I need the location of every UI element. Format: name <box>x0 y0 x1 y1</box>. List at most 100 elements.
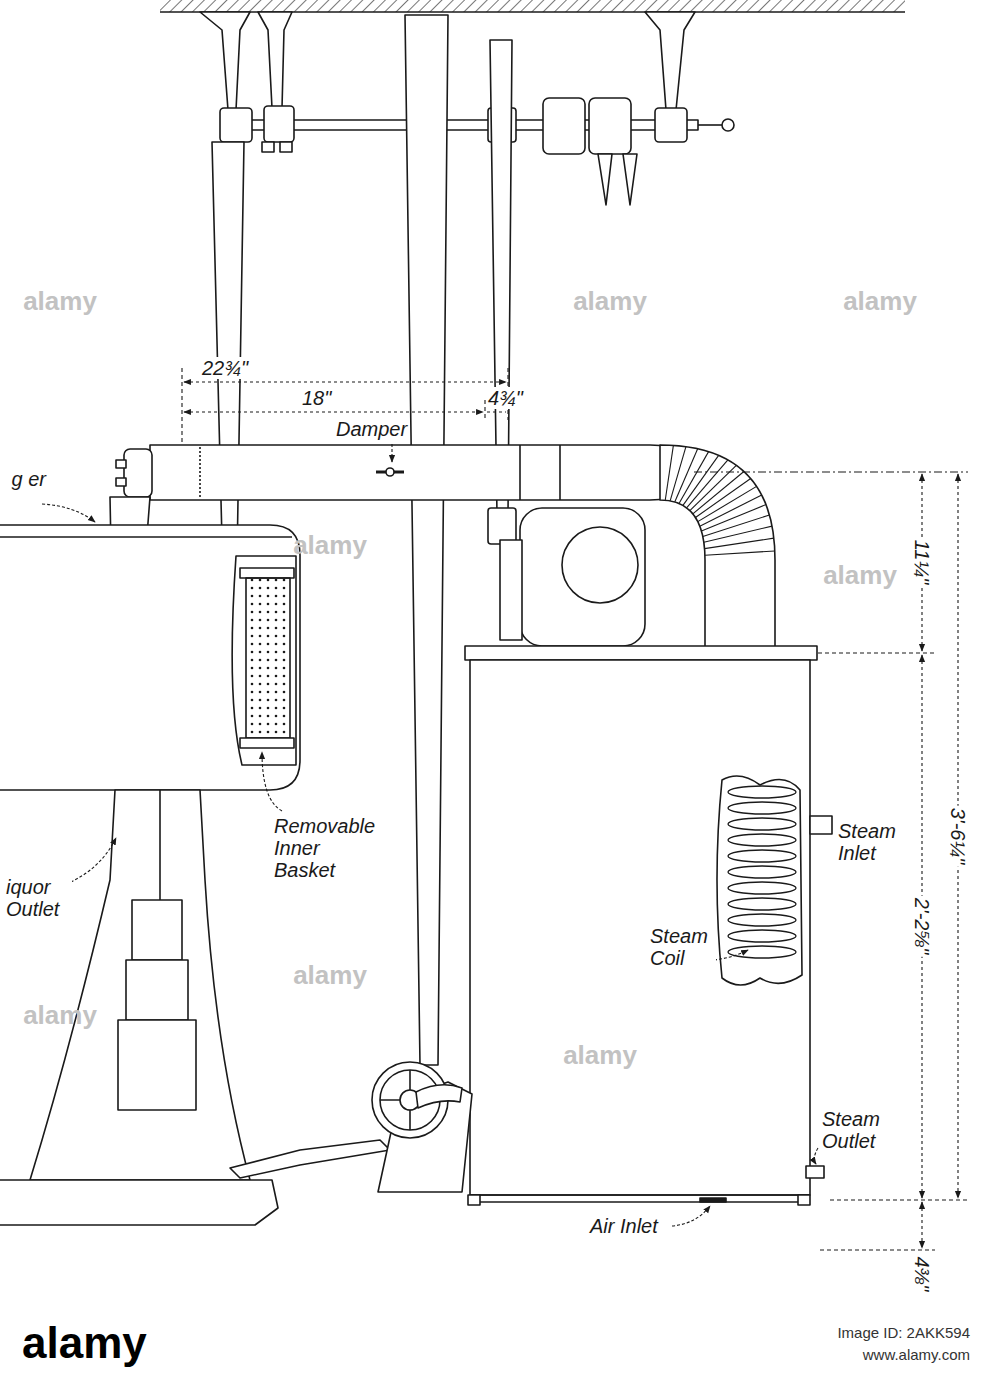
line-shaft <box>280 142 292 152</box>
centrifuge <box>232 556 296 765</box>
air-duct <box>386 468 394 476</box>
handwheel <box>416 1085 462 1108</box>
air-duct <box>150 445 692 500</box>
leader-line <box>42 504 818 1226</box>
line-shaft <box>623 154 637 205</box>
fan <box>488 508 516 544</box>
steam-heater <box>700 1198 726 1202</box>
image-id: Image ID: 2AKK594 <box>835 1324 972 1342</box>
leader-line <box>66 838 116 884</box>
line-shaft <box>220 108 252 142</box>
air-duct <box>519 445 521 500</box>
flexible-elbow <box>670 447 686 501</box>
steam-heater <box>465 646 832 1205</box>
flexible-elbow <box>665 445 775 555</box>
dimension-label: 3'-6¼" <box>947 806 969 867</box>
flexible-elbow <box>698 486 757 521</box>
part-label: iquor Outlet <box>4 876 72 920</box>
part-label: Steam Coil <box>648 925 716 969</box>
centrifuge <box>126 960 188 1020</box>
leader-line <box>262 752 282 811</box>
watermark: alamy <box>291 960 369 990</box>
leader-line <box>814 1148 818 1164</box>
part-label: g er <box>4 468 48 490</box>
steam-heater <box>480 1201 798 1203</box>
watermark: alamy <box>21 1000 99 1030</box>
steam-heater <box>728 786 796 958</box>
leader-line <box>714 950 748 960</box>
centrifuge <box>0 536 292 538</box>
steam-heater <box>728 834 796 846</box>
line-shaft <box>258 12 292 108</box>
centrifuge <box>159 790 161 900</box>
steam-heater <box>470 1194 810 1196</box>
steam-heater <box>728 850 796 862</box>
flexible-elbow <box>675 449 698 502</box>
watermark-banner <box>0 1300 992 1390</box>
steam-heater <box>728 946 796 958</box>
dimension-line <box>921 1202 922 1248</box>
line-shaft <box>589 98 631 154</box>
line-shaft <box>698 124 722 126</box>
steam-heater <box>468 1195 480 1205</box>
dimension-line <box>181 368 182 445</box>
flexible-elbow <box>683 455 719 505</box>
watermark: alamy <box>291 530 369 560</box>
centrifuge <box>0 525 300 790</box>
centrifuge <box>118 1020 196 1110</box>
flexible-elbow <box>695 479 750 518</box>
dimension-line <box>820 1249 935 1250</box>
dimension-line <box>182 368 508 445</box>
leader-line <box>391 444 392 462</box>
dimension-label: 4⅜" <box>911 1255 933 1294</box>
air-duct <box>116 478 126 486</box>
steam-heater <box>728 818 796 830</box>
dimension-label: 22¾" <box>200 357 250 379</box>
line-shaft <box>200 12 250 110</box>
drive-belt <box>405 15 448 1065</box>
dimension-line <box>184 411 483 412</box>
centrifuge <box>240 568 294 578</box>
centrifuge <box>0 1180 278 1225</box>
steam-heater <box>728 786 796 798</box>
fan <box>500 540 522 640</box>
watermark-banner <box>0 1300 992 1390</box>
centrifuge <box>246 578 290 738</box>
centrifuge <box>132 900 182 960</box>
fan <box>562 527 638 603</box>
air-duct <box>124 449 152 497</box>
drive-belt <box>490 40 512 515</box>
steam-heater <box>806 1166 824 1178</box>
flexible-elbow <box>660 445 775 648</box>
line-shaft <box>645 12 695 110</box>
steam-heater <box>470 660 810 1195</box>
centrifuge <box>240 738 294 748</box>
dimension-label: 18" <box>300 387 333 409</box>
part-label: Removable Inner Basket <box>272 815 376 881</box>
dimension-label: 2'-2⅝" <box>911 896 933 957</box>
watermark: alamy <box>571 286 649 316</box>
dimension-line <box>694 471 968 472</box>
steam-heater <box>728 866 796 878</box>
part-label: Steam Outlet <box>820 1108 896 1152</box>
centrifuge <box>30 790 250 1180</box>
watermark-url: www.alamy.com <box>861 1346 972 1364</box>
dimension-label: 11¼" <box>911 538 933 587</box>
leader-line <box>42 504 95 522</box>
dimension-line <box>487 411 506 412</box>
handwheel <box>372 1062 472 1192</box>
air-duct <box>199 447 201 498</box>
line-shaft <box>262 142 274 152</box>
steam-heater <box>728 898 796 910</box>
dimension-label: 4¾" <box>486 387 525 409</box>
watermark: alamy <box>841 286 919 316</box>
fan <box>520 508 645 646</box>
dimension-line <box>184 381 506 382</box>
flexible-elbow <box>703 515 770 537</box>
air-duct <box>559 445 561 500</box>
watermark-logo: alamy <box>20 1318 149 1368</box>
steam-heater <box>728 882 796 894</box>
ceiling <box>160 0 905 12</box>
